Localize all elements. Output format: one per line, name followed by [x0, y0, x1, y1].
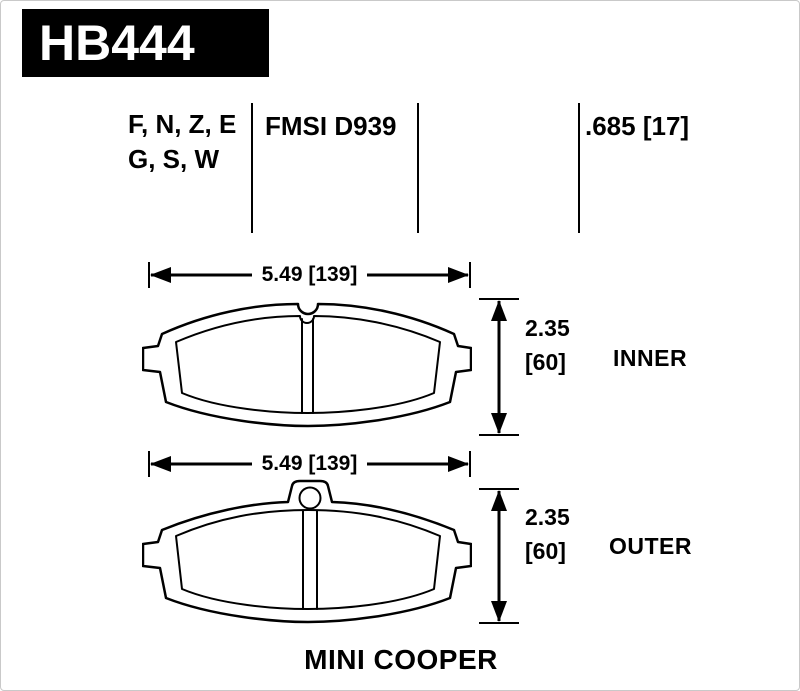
outer-thickness-dimension — [479, 487, 519, 625]
brake-pad-outer-drawing — [142, 479, 472, 624]
fmsi-code: FMSI D939 — [265, 111, 397, 141]
inner-thickness-dimension — [479, 297, 519, 437]
compound-codes-line2: G, S, W — [128, 144, 219, 174]
outer-thickness-in: 2.35 — [525, 504, 570, 530]
inner-position-label: INNER — [613, 345, 688, 371]
outer-width-dimension: 5.49 [139] — [147, 451, 472, 477]
part-number: HB444 — [39, 15, 195, 71]
outer-pad-outline — [142, 479, 472, 624]
inner-thickness-mm: [60] — [525, 349, 566, 375]
spec-divider-3 — [578, 103, 580, 233]
inner-pad-outline — [142, 302, 472, 428]
inner-width-dimension: 5.49 [139] — [147, 262, 472, 288]
inner-pad-friction-outline — [175, 315, 441, 414]
inner-thickness-in: 2.35 — [525, 315, 570, 341]
vehicle-name: MINI COOPER — [304, 644, 498, 675]
outer-pad-center-slot — [302, 510, 318, 610]
part-number-box: HB444 — [22, 9, 269, 77]
pad-thickness-spec: .685 [17] — [585, 111, 690, 141]
outer-pad-friction-outline — [175, 509, 441, 610]
brake-pad-inner-drawing — [142, 302, 472, 428]
outer-thickness-mm: [60] — [525, 538, 566, 564]
outer-pad-pivot-hole — [298, 486, 322, 510]
inner-thickness-dimension-arrow — [479, 298, 519, 436]
outer-position-label: OUTER — [609, 533, 692, 559]
outer-thickness-dimension-arrow — [479, 488, 519, 624]
outer-width-dimension-arrow — [148, 451, 471, 477]
inner-width-dimension-arrow — [148, 262, 471, 288]
spec-divider-2 — [417, 103, 419, 233]
spec-divider-1 — [251, 103, 253, 233]
inner-pad-center-slot — [301, 318, 314, 414]
compound-codes-line1: F, N, Z, E — [128, 109, 237, 139]
